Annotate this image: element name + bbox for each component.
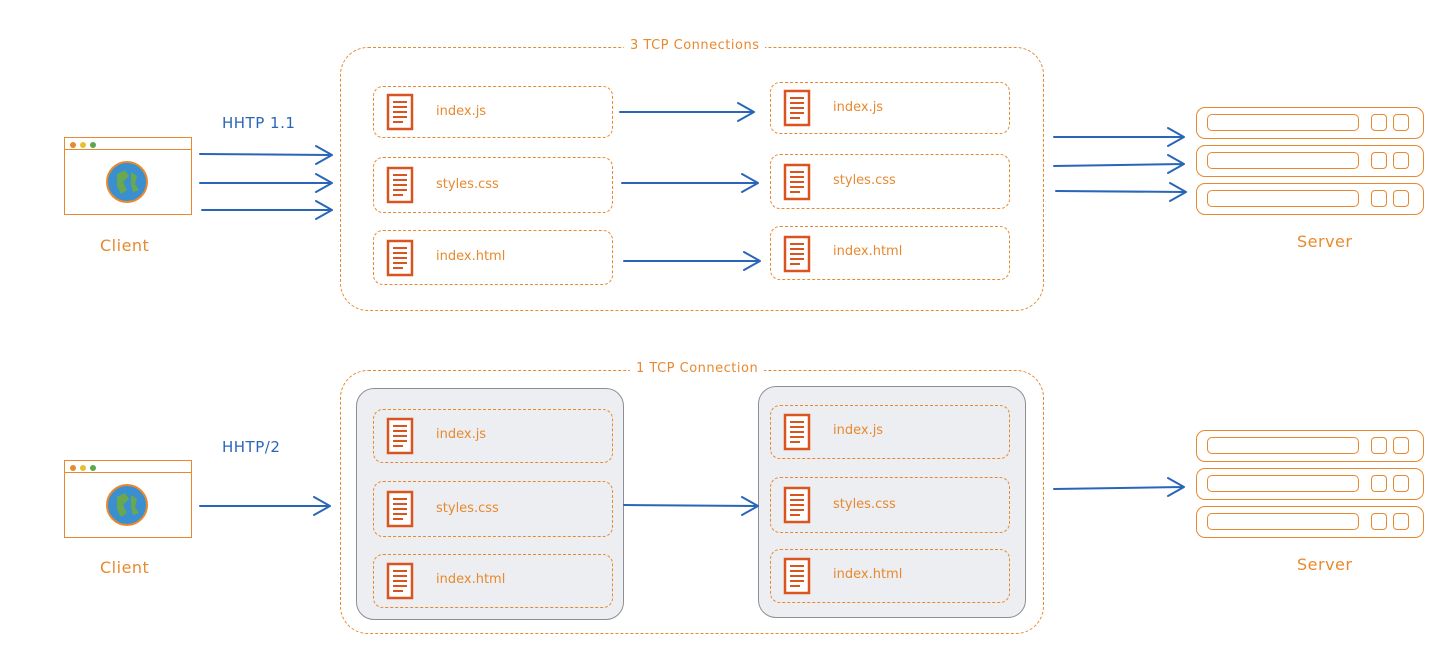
file-name: index.js [833,100,884,115]
server-file-http1-2: index.html [770,226,1010,280]
server-button-icon [1393,437,1409,454]
server-file-http2-0: index.js [770,405,1010,459]
arrow-icon [201,200,333,220]
client-label-http1: Client [100,236,150,255]
server-button-icon [1393,152,1409,169]
file-name: styles.css [436,177,499,192]
server-unit [1196,506,1424,538]
file-name: index.js [436,427,487,442]
server-slot [1207,190,1359,207]
file-name: styles.css [436,501,499,516]
arrow-icon [199,145,333,165]
file-name: index.js [436,104,487,119]
window-dot-red-icon [70,142,76,148]
server-file-http2-1: styles.css [770,477,1010,533]
client-file-http1-2: index.html [373,230,613,285]
server-rack-http1 [1196,107,1424,217]
file-name: index.html [436,572,506,587]
server-file-http2-2: index.html [770,549,1010,603]
arrow-icon [1055,182,1187,202]
arrow-icon [1053,477,1185,497]
server-slot [1207,152,1359,169]
server-rack-http2 [1196,430,1424,540]
file-name: styles.css [833,173,896,188]
document-icon [783,235,811,273]
server-button-icon [1371,190,1387,207]
server-file-http1-1: styles.css [770,154,1010,209]
server-slot [1207,437,1359,454]
file-name: index.html [833,244,903,259]
server-button-icon [1371,437,1387,454]
window-dot-green-icon [90,465,96,471]
server-slot [1207,513,1359,530]
window-dot-red-icon [70,465,76,471]
document-icon [783,486,811,524]
client-label-http2: Client [100,558,150,577]
client-file-http2-2: index.html [373,554,613,608]
document-icon [386,239,414,277]
file-name: index.js [833,423,884,438]
arrow-icon [199,496,331,516]
document-icon [386,93,414,131]
server-button-icon [1371,152,1387,169]
client-file-http1-0: index.js [373,86,613,138]
server-button-icon [1393,190,1409,207]
globe-icon [106,161,148,203]
window-dot-yellow-icon [80,465,86,471]
server-file-http1-0: index.js [770,82,1010,134]
arrow-icon [1053,154,1185,174]
server-label-http2: Server [1297,555,1353,574]
document-icon [783,163,811,201]
server-unit [1196,183,1424,215]
document-icon [386,490,414,528]
client-browser-http1 [64,137,192,215]
document-icon [783,89,811,127]
server-button-icon [1371,513,1387,530]
server-button-icon [1371,475,1387,492]
server-unit [1196,145,1424,177]
document-icon [783,413,811,451]
server-unit [1196,468,1424,500]
file-name: index.html [436,249,506,264]
file-name: index.html [833,567,903,582]
document-icon [386,166,414,204]
browser-title-bar [65,149,191,150]
protocol-label-http1: HHTP 1.1 [222,114,296,132]
tcp-group-label-http2: 1 TCP Connection [630,361,765,376]
server-slot [1207,114,1359,131]
window-dot-yellow-icon [80,142,86,148]
server-button-icon [1371,114,1387,131]
file-name: styles.css [833,497,896,512]
server-button-icon [1393,114,1409,131]
server-button-icon [1393,513,1409,530]
protocol-label-http2: HHTP/2 [222,438,281,456]
globe-icon [106,484,148,526]
arrow-icon [199,173,333,193]
server-button-icon [1393,475,1409,492]
server-unit [1196,430,1424,462]
browser-title-bar [65,472,191,473]
tcp-group-label-http1: 3 TCP Connections [624,38,766,53]
window-dot-green-icon [90,142,96,148]
server-slot [1207,475,1359,492]
client-file-http1-1: styles.css [373,157,613,213]
client-browser-http2 [64,460,192,538]
server-label-http1: Server [1297,232,1353,251]
document-icon [386,417,414,455]
client-file-http2-1: styles.css [373,481,613,537]
document-icon [386,562,414,600]
server-unit [1196,107,1424,139]
arrow-icon [1053,127,1185,147]
document-icon [783,557,811,595]
client-file-http2-0: index.js [373,409,613,463]
